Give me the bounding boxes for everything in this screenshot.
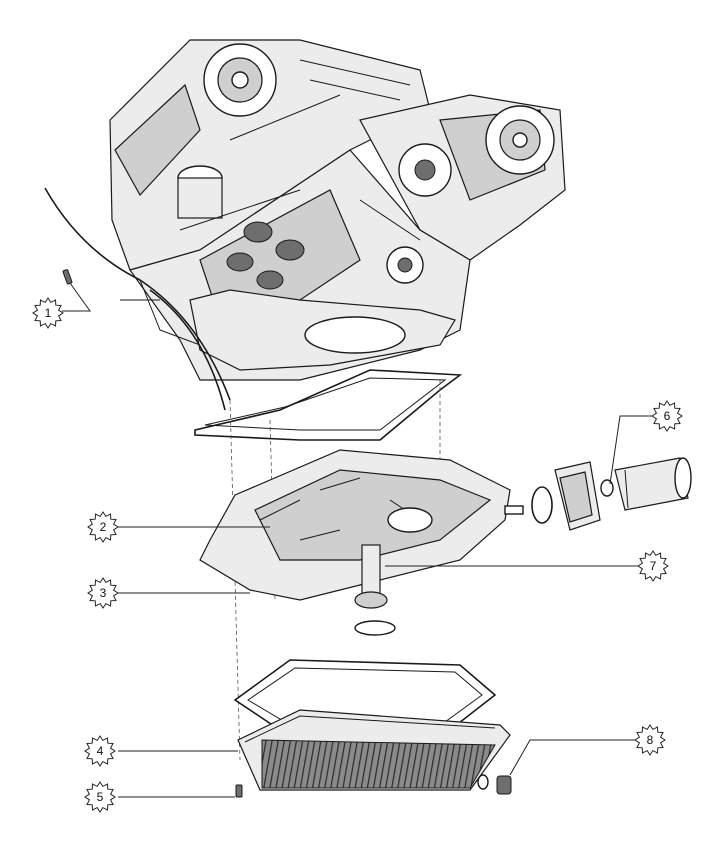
oil-pan-sump <box>237 709 511 791</box>
callout-label-6: 6 <box>664 409 671 423</box>
callout-label-1: 1 <box>45 306 52 320</box>
callout-6: 6 <box>651 400 683 432</box>
callout-1: 1 <box>32 297 64 329</box>
filter-nut <box>600 479 614 497</box>
callout-star-1 <box>32 297 64 329</box>
leader-lines <box>62 282 652 798</box>
drain-plug <box>477 774 512 795</box>
dipstick-tube <box>149 289 226 411</box>
callout-star-3 <box>87 577 119 609</box>
callout-star-5 <box>84 781 116 813</box>
callout-7: 7 <box>637 550 669 582</box>
oil-filter-adapter <box>554 461 601 531</box>
engine-block <box>109 39 566 381</box>
upper-oil-pan <box>199 449 524 601</box>
callout-star-7 <box>637 550 669 582</box>
callout-label-7: 7 <box>650 559 657 573</box>
callout-label-4: 4 <box>97 744 104 758</box>
oil-pickup <box>354 544 396 636</box>
filter-o-ring <box>531 486 553 524</box>
callout-8: 8 <box>634 724 666 756</box>
pan-bolt <box>235 784 243 798</box>
callout-4: 4 <box>84 735 116 767</box>
callout-label-8: 8 <box>647 733 654 747</box>
callout-star-4 <box>84 735 116 767</box>
callout-star-8 <box>634 724 666 756</box>
callout-label-2: 2 <box>100 520 107 534</box>
upper-pan-gasket <box>194 369 463 441</box>
callout-star-6 <box>651 400 683 432</box>
callout-2: 2 <box>87 511 119 543</box>
callout-3: 3 <box>87 577 119 609</box>
callout-badges: 1 2 3 4 5 6 7 8 <box>32 297 683 813</box>
callout-label-5: 5 <box>97 790 104 804</box>
upper-bolt <box>62 269 73 285</box>
callout-5: 5 <box>84 781 116 813</box>
callout-label-3: 3 <box>100 586 107 600</box>
dipstick <box>44 187 231 401</box>
callout-star-2 <box>87 511 119 543</box>
oil-filter <box>614 457 692 511</box>
